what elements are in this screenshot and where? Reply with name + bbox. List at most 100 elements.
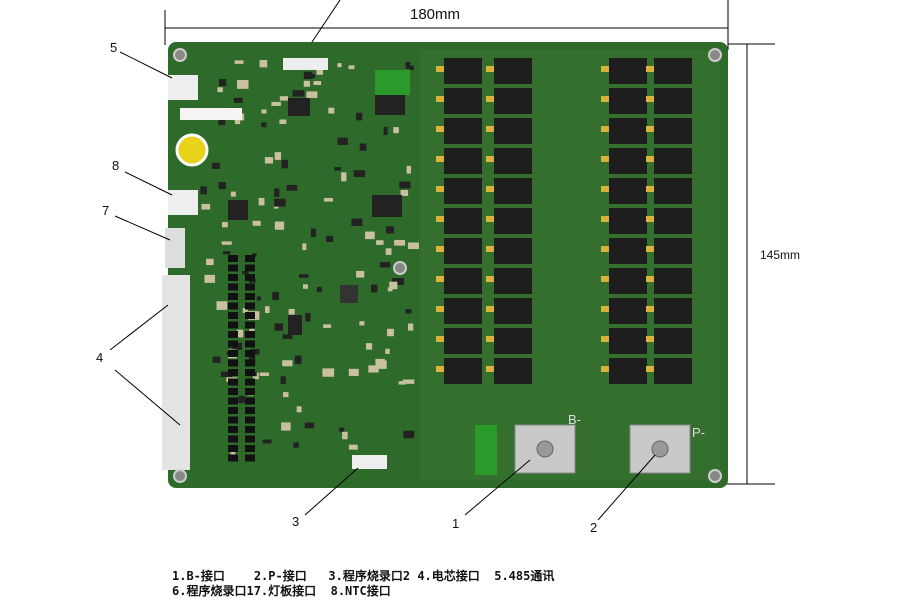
smd-component [393, 127, 399, 134]
smd-component [274, 323, 284, 331]
mosfet-pad [646, 306, 654, 312]
smd-component [400, 189, 409, 196]
smd-component [292, 90, 305, 97]
mosfet [494, 238, 532, 264]
mosfet [444, 178, 482, 204]
smd-component [356, 112, 363, 121]
mosfet-pad [646, 216, 654, 222]
smd-component [261, 109, 267, 114]
smd-component [222, 251, 231, 255]
mosfet-array [436, 58, 692, 384]
connector-ntc [168, 190, 198, 215]
mosfet-pad [436, 276, 444, 282]
smd-component [274, 152, 282, 160]
mosfet-pad [436, 126, 444, 132]
connector-prog2 [352, 455, 387, 469]
resistor [228, 340, 238, 348]
mosfet [494, 58, 532, 84]
resistor [228, 255, 238, 262]
mosfet [444, 238, 482, 264]
smd-component [280, 376, 286, 385]
mosfet [609, 268, 647, 294]
smd-component [216, 301, 228, 310]
smd-component [334, 167, 342, 171]
mosfet [654, 208, 692, 234]
smd-component [294, 355, 302, 365]
smd-component [218, 182, 226, 190]
height-dimension: 145mm [760, 248, 801, 262]
mosfet [654, 268, 692, 294]
resistor [228, 435, 238, 443]
callout-lines [109, 51, 656, 521]
smd-component [236, 329, 244, 338]
smd-component [256, 296, 261, 301]
smd-component [387, 328, 394, 337]
smd-component [283, 392, 289, 398]
callout-4: 4 [96, 350, 104, 365]
components [180, 60, 419, 463]
smd-component [303, 80, 310, 87]
resistor [228, 274, 238, 281]
mosfet-pad [436, 96, 444, 102]
smd-component [328, 107, 335, 114]
smd-component [222, 221, 228, 228]
mosfet-pad [486, 66, 494, 72]
smd-component [310, 228, 316, 238]
mosfet [654, 118, 692, 144]
mosfet-pad [646, 156, 654, 162]
connector-cells [162, 275, 190, 470]
mosfet-pad [486, 246, 494, 252]
smd-component [389, 281, 398, 290]
smd-component [259, 372, 269, 376]
led-row [180, 108, 242, 120]
smd-component [274, 221, 285, 230]
smd-component [237, 80, 249, 89]
mosfet-pad [436, 186, 444, 192]
smd-component [298, 274, 309, 278]
mosfet [444, 118, 482, 144]
mosfet [654, 58, 692, 84]
resistor [245, 340, 255, 348]
smd-component [230, 191, 236, 197]
smd-component [365, 231, 375, 240]
mosfet-pad [601, 366, 609, 372]
smd-component [258, 198, 265, 206]
smd-component [313, 81, 322, 85]
smd-component [339, 427, 345, 432]
mosfet [609, 328, 647, 354]
legend-item: 8.NTC接口 [330, 584, 391, 598]
mosfet [444, 208, 482, 234]
legend-row-2: 6.程序烧录口17.灯板接口 8.NTC接口 [172, 582, 391, 599]
smd-component [282, 360, 293, 367]
mosfet [444, 58, 482, 84]
smd-component [282, 334, 293, 339]
resistor [245, 302, 255, 310]
smd-component [274, 188, 280, 197]
smd-component [306, 91, 318, 98]
smd-component [281, 422, 291, 431]
resistor [228, 397, 238, 405]
smd-component [356, 270, 365, 278]
mosfet-pad [601, 306, 609, 312]
mosfet-pad [646, 96, 654, 102]
mosfet-pad [486, 216, 494, 222]
smd-component [348, 65, 355, 70]
mosfet [494, 118, 532, 144]
callout-3: 3 [292, 514, 300, 529]
mosfet [444, 358, 482, 384]
smd-component [302, 284, 308, 289]
mosfet-pad [646, 126, 654, 132]
smd-component [326, 235, 334, 243]
ic [372, 195, 402, 217]
resistor [245, 283, 255, 291]
mosfet-pad [601, 126, 609, 132]
smd-component [218, 79, 227, 87]
mosfet [609, 358, 647, 384]
mosfet [609, 58, 647, 84]
smd-component [259, 60, 268, 68]
smd-component [365, 343, 373, 350]
mosfet-pad [601, 336, 609, 342]
resistor [228, 416, 238, 424]
resistor [228, 331, 238, 338]
mosfet [654, 328, 692, 354]
